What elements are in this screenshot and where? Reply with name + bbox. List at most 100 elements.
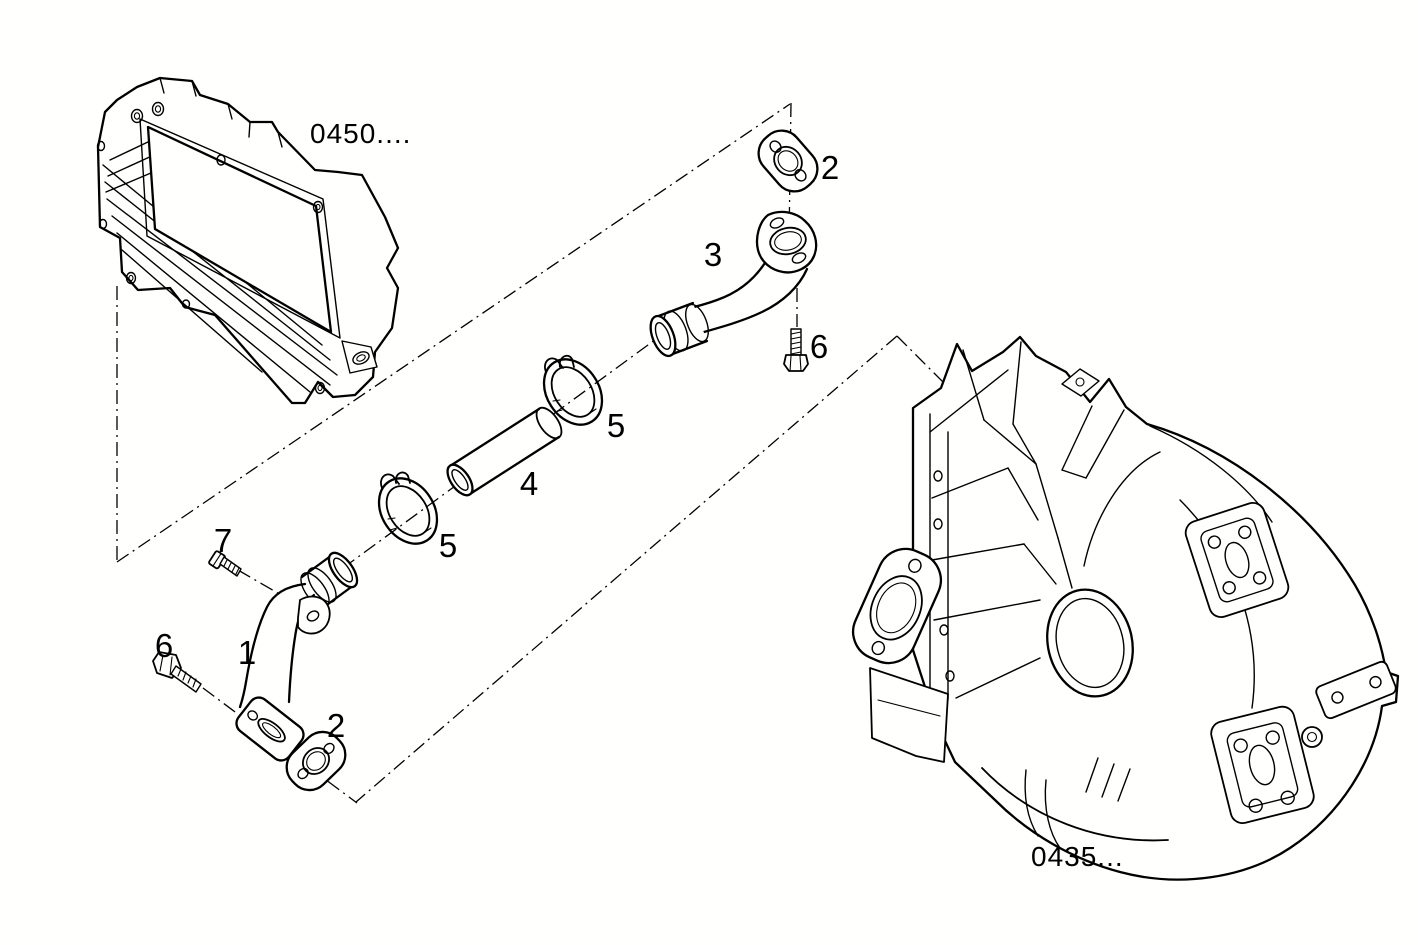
bolt-hole [933,470,943,482]
tooth [1101,763,1115,798]
rib [1023,543,1057,585]
rib [1012,341,1022,425]
pipe3-edge [695,267,809,336]
pipe1-flange [235,696,305,762]
clamp-hatch [589,408,597,414]
tooth [1117,768,1131,802]
clamp-tab [558,354,575,368]
part-2-gasket-bottom [285,730,347,792]
bell-line [1083,451,1161,567]
callout-4[interactable]: 4 [520,465,538,502]
center-line-housing-branch [896,335,946,385]
rib [1061,469,1087,479]
bolt-head-facet [159,654,164,672]
rib [227,103,233,120]
callout-5-lower[interactable]: 5 [439,527,457,564]
pipe1-body [240,583,330,707]
bolt-hole [1238,525,1252,539]
housing-top-bracket [1061,368,1100,397]
rib [929,369,1009,433]
bolt-hole [1369,675,1382,689]
screw-head-facet [212,552,222,567]
bolt-hole [945,670,955,682]
callout-2-top[interactable]: 2 [821,149,839,186]
pipe3-flange-hole [769,217,785,229]
part-5-clamp-upper [542,354,604,426]
bolt-hole [133,112,141,120]
bolt-hole [1280,790,1295,805]
bolt-hole [317,384,323,392]
bolt-hole [908,558,922,573]
pipe3-socket-edge [654,301,695,319]
rib [931,467,1009,499]
callout-5-upper[interactable]: 5 [607,407,625,444]
plate-line [107,154,155,177]
part-1-water-pipe-lower [235,551,359,762]
oil-cooler-plate-fins [102,140,338,393]
ref-code-flywheel-housing[interactable]: 0435... [1031,841,1124,872]
clamp-band-inner [550,366,596,418]
callout-3[interactable]: 3 [704,236,722,273]
clamp-hatch [424,527,432,533]
plate-line [121,249,263,373]
housing-center-bore-inner [1055,597,1125,689]
clamp-hatch [552,399,561,402]
clamp-band-outer [542,358,604,426]
bolt-hole [1233,738,1248,753]
bolt-thread [182,671,187,681]
center-line-bolt-left-axis [202,687,358,804]
bolt-thread [790,346,802,350]
callout-2-bottom[interactable]: 2 [327,707,345,744]
center-line-housing-diagonal [355,335,898,803]
pipe1-bracket-hole [306,610,320,622]
housing-bottom-ribs [1024,757,1131,849]
flange-port [1248,744,1276,786]
bolt-hole [1265,730,1280,745]
housing-upper-right-flange [1184,501,1290,619]
ref-code-oil-cooler[interactable]: 0450.... [310,118,411,149]
plate-line [104,181,331,361]
callout-1[interactable]: 1 [238,634,256,671]
callout-6-left[interactable]: 6 [155,627,173,664]
hose-opening [446,463,474,497]
bolt-hole [939,624,949,636]
bell-line [981,767,1169,842]
housing-lower-right-flange [1210,705,1315,824]
hose-edge [448,407,541,468]
callout-6-right[interactable]: 6 [810,328,828,365]
plate-line [116,232,311,393]
bolt-thread [192,678,197,688]
clamp-tab [544,357,564,373]
rib [277,131,283,148]
gasket-port-inner [777,150,799,172]
hanging-rib [1044,779,1061,849]
bolt-head-facet [169,656,173,676]
bolt-hole [128,274,134,282]
clamp-band-inner [385,485,431,537]
plate-line [109,140,151,161]
oil-cooler-outlet-port-inner [356,354,366,362]
bolt-hole [1248,798,1263,813]
screw-thread [227,562,232,570]
bolt-head-facet [799,355,802,372]
gasket-outline [285,730,347,792]
bolt-hole [125,271,137,285]
bolt-hole [96,140,106,152]
housing-foot-line [877,699,941,717]
rib [931,543,1025,561]
clamp-tab [394,471,411,484]
bolt-hole [154,105,162,113]
part-3-water-pipe-upper [649,210,818,358]
housing-boss-inner [1306,731,1318,743]
callout-7[interactable]: 7 [214,522,232,559]
bolt-hole [314,381,326,395]
flange-face [1184,501,1290,619]
rib [248,121,251,138]
rib [933,599,1041,621]
hanging-rib [1024,769,1039,837]
oil-cooler-top-ribs [159,77,283,148]
rib [159,77,165,94]
housing-boss [1301,726,1323,748]
